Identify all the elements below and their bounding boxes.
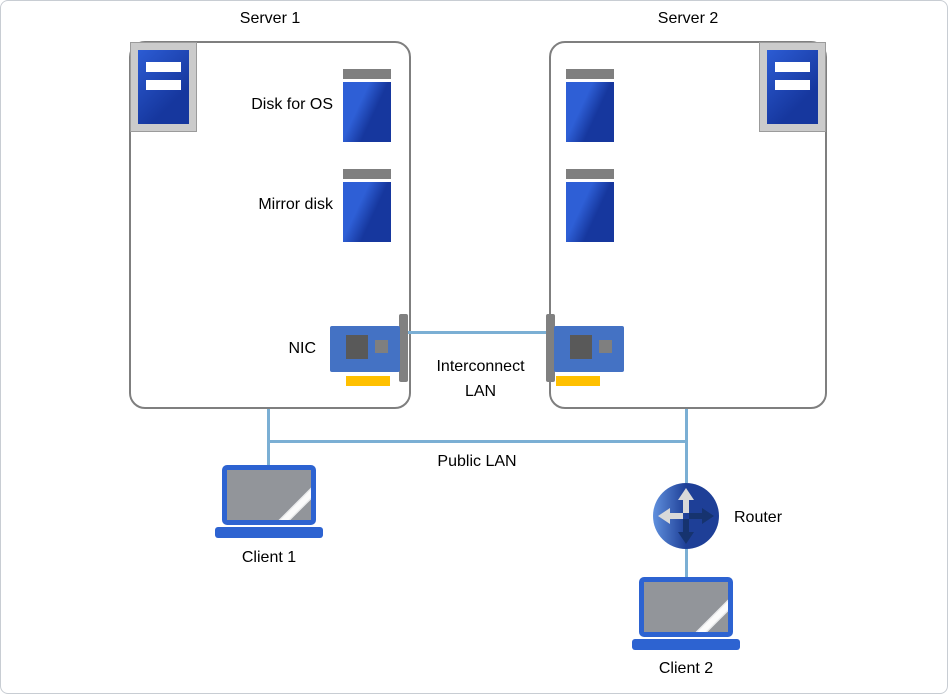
tower-slot xyxy=(146,62,181,72)
client2-label: Client 2 xyxy=(658,660,714,677)
tower-slot xyxy=(146,80,181,90)
nic-chip xyxy=(570,335,592,359)
interconnect-lan-line xyxy=(408,331,546,334)
mirror-disk-icon xyxy=(343,169,391,242)
os-disk-icon xyxy=(566,69,614,142)
screen-shine xyxy=(673,597,728,632)
server1-title: Server 1 xyxy=(239,10,301,27)
nic-label: NIC xyxy=(288,340,316,357)
public-lan-line xyxy=(267,440,688,443)
nic-bracket xyxy=(546,314,555,382)
interconnect-lan-label-line1: Interconnect xyxy=(436,358,525,375)
client2-laptop-icon xyxy=(632,577,740,650)
nic-chip xyxy=(375,340,388,353)
laptop-screen xyxy=(639,577,733,637)
disk-for-os-label: Disk for OS xyxy=(251,96,333,113)
nic-chip xyxy=(599,340,612,353)
nic-icon xyxy=(330,314,408,386)
os-disk-icon xyxy=(343,69,391,142)
nic-icon xyxy=(546,314,624,386)
laptop-base xyxy=(632,639,740,650)
interconnect-lan-label-line2: LAN xyxy=(464,383,497,400)
disk-cap xyxy=(566,169,614,179)
laptop-screen xyxy=(222,465,316,525)
disk-cap xyxy=(343,69,391,79)
server2-title: Server 2 xyxy=(657,10,719,27)
nic-connector xyxy=(346,376,390,386)
tower-panel xyxy=(138,50,189,124)
disk-cap xyxy=(566,69,614,79)
server2-tower-icon xyxy=(759,42,826,132)
tower-slot xyxy=(775,62,810,72)
tower-slot xyxy=(775,80,810,90)
server2-downlink-line xyxy=(685,409,688,483)
disk-body xyxy=(343,82,391,142)
disk-cap xyxy=(343,169,391,179)
client1-uplink-line xyxy=(267,443,270,469)
router-client2-line xyxy=(685,547,688,581)
router-icon xyxy=(653,483,719,549)
disk-body xyxy=(566,82,614,142)
nic-card xyxy=(554,326,624,372)
mirror-disk-label: Mirror disk xyxy=(258,196,333,213)
screen-shine xyxy=(256,485,311,520)
disk-body xyxy=(566,182,614,242)
interconnect-lan-label: Interconnect LAN xyxy=(403,354,558,404)
nic-chip xyxy=(346,335,368,359)
client1-label: Client 1 xyxy=(241,549,297,566)
laptop-base xyxy=(215,527,323,538)
tower-panel xyxy=(767,50,818,124)
nic-card xyxy=(330,326,400,372)
server1-downlink-line xyxy=(267,409,270,443)
public-lan-label: Public LAN xyxy=(437,453,517,470)
disk-body xyxy=(343,182,391,242)
nic-bracket xyxy=(399,314,408,382)
nic-connector xyxy=(556,376,600,386)
server1-tower-icon xyxy=(130,42,197,132)
mirror-disk-icon xyxy=(566,169,614,242)
client1-laptop-icon xyxy=(215,465,323,538)
router-label: Router xyxy=(734,509,783,526)
